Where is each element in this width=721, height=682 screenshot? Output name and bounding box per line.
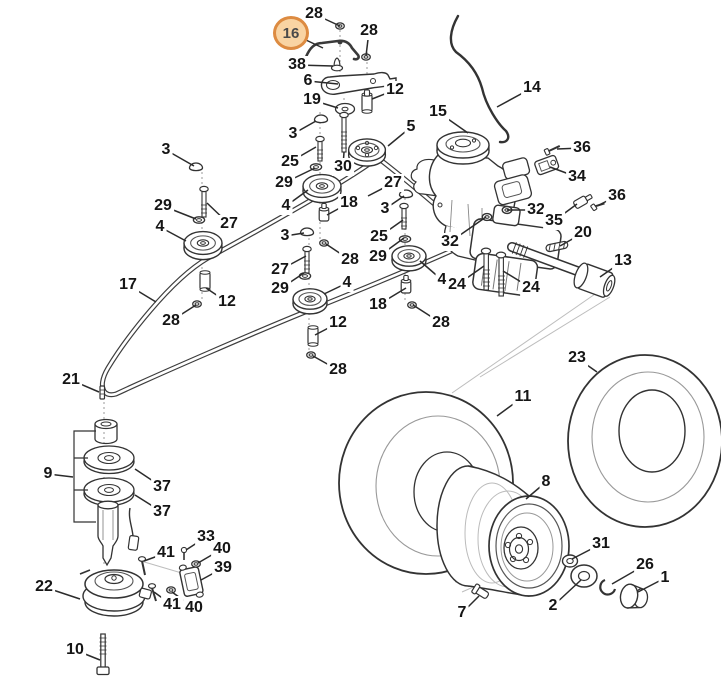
throttle-rod <box>449 14 510 144</box>
idler-pulleys <box>183 138 427 315</box>
callout-12[interactable]: 12 <box>384 81 406 99</box>
callout-24[interactable]: 24 <box>520 279 542 297</box>
mount-bolt-24b <box>495 251 507 297</box>
callout-26[interactable]: 26 <box>634 556 656 574</box>
callout-17[interactable]: 17 <box>117 276 139 294</box>
shoulder-screw-35 <box>573 194 593 209</box>
callout-28[interactable]: 28 <box>339 251 361 269</box>
callout-7[interactable]: 7 <box>455 604 469 622</box>
callout-5[interactable]: 5 <box>404 118 418 136</box>
callout-23[interactable]: 23 <box>566 349 588 367</box>
callout-41[interactable]: 41 <box>155 544 177 562</box>
callout-4[interactable]: 4 <box>279 197 293 215</box>
pulley-5-holes <box>355 140 379 158</box>
callout-28[interactable]: 28 <box>430 314 452 332</box>
callout-27[interactable]: 27 <box>269 261 291 279</box>
wheel-adapter-bushing <box>573 262 616 298</box>
axle-shaft <box>507 242 593 280</box>
callout-18[interactable]: 18 <box>367 296 389 314</box>
callout-3[interactable]: 3 <box>278 227 292 245</box>
mount-bolt-24a <box>480 247 492 291</box>
callout-18[interactable]: 18 <box>338 194 360 212</box>
callout-9[interactable]: 9 <box>41 465 55 483</box>
callout-24[interactable]: 24 <box>446 276 468 294</box>
callout-6[interactable]: 6 <box>301 72 315 90</box>
callout-40[interactable]: 40 <box>211 540 233 558</box>
bracket-9 <box>73 430 96 523</box>
callout-35[interactable]: 35 <box>543 212 565 230</box>
callout-16-highlighted[interactable]: 16 <box>273 16 309 50</box>
screw-36-upper <box>543 145 561 156</box>
right-idler-hardware <box>398 189 417 309</box>
callout-27[interactable]: 27 <box>218 215 240 233</box>
callout-28[interactable]: 28 <box>327 361 349 379</box>
callout-15[interactable]: 15 <box>427 103 449 121</box>
callout-28[interactable]: 28 <box>160 312 182 330</box>
callout-31[interactable]: 31 <box>590 535 612 553</box>
callout-4[interactable]: 4 <box>435 271 449 289</box>
axle-washers-and-cap <box>561 554 649 611</box>
callout-29[interactable]: 29 <box>367 248 389 266</box>
callout-39[interactable]: 39 <box>212 559 234 577</box>
callout-21[interactable]: 21 <box>60 371 82 389</box>
callout-36[interactable]: 36 <box>571 139 593 157</box>
interlock-switch <box>534 154 560 176</box>
callout-34[interactable]: 34 <box>566 168 588 186</box>
callout-41[interactable]: 41 <box>161 596 183 614</box>
callout-37[interactable]: 37 <box>151 478 173 496</box>
callout-22[interactable]: 22 <box>33 578 55 596</box>
callout-3[interactable]: 3 <box>286 125 300 143</box>
callout-12[interactable]: 12 <box>216 293 238 311</box>
callout-3[interactable]: 3 <box>159 141 173 159</box>
callout-25[interactable]: 25 <box>368 228 390 246</box>
callout-4[interactable]: 4 <box>340 274 354 292</box>
callout-36[interactable]: 36 <box>606 187 628 205</box>
callout-3[interactable]: 3 <box>378 200 392 218</box>
callout-12[interactable]: 12 <box>327 314 349 332</box>
callout-32[interactable]: 32 <box>439 233 461 251</box>
bracket-6 <box>320 71 397 95</box>
callout-8[interactable]: 8 <box>539 473 553 491</box>
callout-29[interactable]: 29 <box>269 280 291 298</box>
rear-tire <box>567 354 721 528</box>
callout-13[interactable]: 13 <box>612 252 634 270</box>
valve-stem <box>471 583 490 599</box>
spindle-stack <box>73 385 140 567</box>
callout-2[interactable]: 2 <box>546 597 560 615</box>
callout-29[interactable]: 29 <box>152 197 174 215</box>
electric-clutch <box>79 569 152 617</box>
callout-28[interactable]: 28 <box>358 22 380 40</box>
callout-20[interactable]: 20 <box>572 224 594 242</box>
callout-14[interactable]: 14 <box>521 79 543 97</box>
callout-25[interactable]: 25 <box>279 153 301 171</box>
callout-1[interactable]: 1 <box>658 569 672 587</box>
callout-19[interactable]: 19 <box>301 91 323 109</box>
brake-bracket-cluster <box>137 546 204 602</box>
callout-29[interactable]: 29 <box>273 174 295 192</box>
wheel-rim <box>436 465 570 597</box>
callout-37[interactable]: 37 <box>151 503 173 521</box>
callout-11[interactable]: 11 <box>512 388 534 406</box>
callout-30[interactable]: 30 <box>332 158 354 176</box>
callout-4[interactable]: 4 <box>153 218 167 236</box>
clutch-bolt-10 <box>96 633 110 676</box>
left-idler-hardware <box>188 162 211 308</box>
callout-28[interactable]: 28 <box>303 5 325 23</box>
callout-32[interactable]: 32 <box>525 201 547 219</box>
callout-40[interactable]: 40 <box>183 599 205 617</box>
center-idler-hardware <box>298 202 330 359</box>
callout-38[interactable]: 38 <box>286 56 308 74</box>
callout-10[interactable]: 10 <box>64 641 86 659</box>
bolt-25a <box>315 135 325 162</box>
callout-27[interactable]: 27 <box>382 174 404 192</box>
